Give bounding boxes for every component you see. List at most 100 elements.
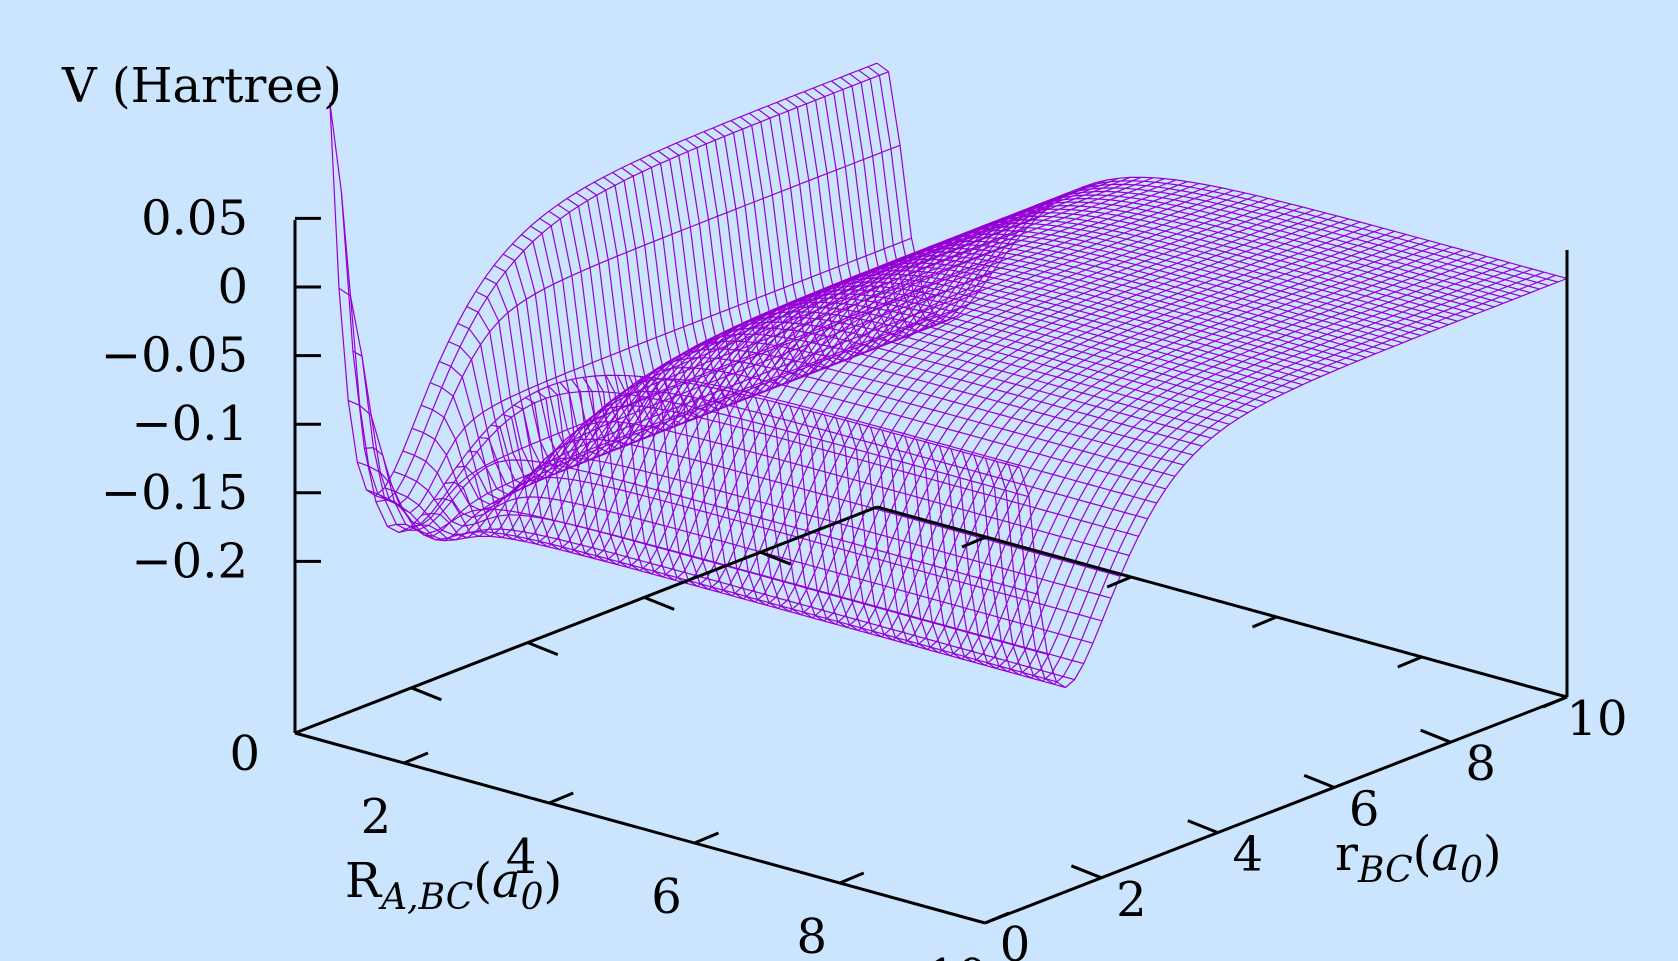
- mesh-line-R: [651, 182, 1200, 588]
- y-tick-label: 10: [1566, 691, 1627, 747]
- y-tick: [1070, 864, 1102, 880]
- mesh-line-R: [731, 200, 1280, 610]
- mesh-line-R: [720, 197, 1269, 606]
- z-tick-label: −0.15: [101, 465, 248, 521]
- z-tick-label: −0.1: [131, 396, 248, 452]
- y-tick: [527, 641, 559, 656]
- y-tick-label: 2: [1116, 872, 1147, 928]
- mesh-line-R: [881, 240, 1430, 651]
- x-tick: [839, 871, 865, 885]
- surface-mesh: [329, 62, 1568, 689]
- mesh-line-R: [869, 237, 1418, 648]
- z-tick-label: −0.2: [131, 533, 248, 589]
- mesh-line-R: [329, 62, 878, 497]
- mesh-line-R: [662, 185, 1211, 591]
- x-tick: [1251, 615, 1278, 629]
- x-tick: [403, 751, 429, 765]
- x-tick-label: 6: [651, 869, 682, 925]
- mesh-line-r: [876, 62, 1568, 322]
- mesh-line-R: [547, 182, 1096, 560]
- mesh-line-r: [867, 66, 1559, 326]
- mesh-line-R: [444, 272, 993, 538]
- mesh-line-R: [973, 265, 1522, 676]
- x-tick-label: 2: [361, 789, 392, 845]
- mesh-line-R: [754, 206, 1303, 616]
- mesh-line-R: [938, 255, 1487, 667]
- mesh-line-R: [823, 224, 1372, 635]
- z-tick-label: −0.05: [101, 328, 248, 384]
- x-tick: [1542, 695, 1568, 709]
- x-tick-label: 10: [926, 949, 987, 961]
- labels: V (Hartree) RA,BC(a0) rBC(a0): [61, 58, 1502, 918]
- mesh-line-R: [961, 262, 1510, 673]
- mesh-line-R: [892, 243, 1441, 654]
- mesh-line-R: [858, 233, 1407, 644]
- base-z-label: 0: [229, 726, 260, 782]
- mesh-line-R: [915, 249, 1464, 660]
- mesh-line-R: [777, 212, 1326, 622]
- mesh-line-R: [789, 215, 1338, 625]
- y-tick-label: 0: [1000, 917, 1031, 961]
- z-tick-label: 0: [217, 259, 248, 315]
- y-axis-title: rBC(a0): [1335, 826, 1502, 891]
- y-tick: [410, 686, 442, 702]
- mesh-line-r: [858, 69, 1549, 329]
- y-tick: [760, 550, 792, 566]
- mesh-line-R: [628, 179, 1177, 581]
- mesh-line-R: [685, 189, 1234, 597]
- mesh-line-r: [821, 84, 1513, 344]
- y-tick: [1303, 774, 1335, 789]
- x-tick: [1397, 655, 1423, 669]
- y-tick-label: 6: [1349, 781, 1380, 837]
- mesh-line-R: [352, 144, 901, 506]
- mesh-line-R: [559, 179, 1108, 563]
- x-tick: [961, 535, 987, 549]
- x-tick: [548, 791, 574, 805]
- mesh-line-R: [708, 195, 1257, 603]
- z-tick-label: 0.05: [141, 190, 248, 246]
- mesh-line-R: [835, 227, 1384, 638]
- mesh-line-R: [433, 288, 981, 537]
- mesh-line-R: [950, 258, 1499, 670]
- mesh-line-R: [812, 221, 1361, 632]
- mesh-line-R: [570, 177, 1119, 566]
- mesh-line-r: [329, 102, 1021, 534]
- back-edge-line: [876, 505, 1568, 699]
- y-tick: [643, 596, 675, 611]
- y-tick-label: 4: [1233, 827, 1264, 883]
- mesh-line-R: [467, 241, 1016, 541]
- mesh-line-R: [340, 71, 889, 501]
- y-tick: [1420, 728, 1452, 744]
- mesh-line-R: [1019, 277, 1568, 689]
- mesh-line-R: [697, 192, 1246, 600]
- mesh-line-R: [766, 209, 1315, 619]
- axes: 0.05 0 −0.05 −0.1 −0.15 −0.2 0 2 4 6 8 10 0 2 4 6 8 10: [101, 190, 1628, 961]
- mesh-line-R: [616, 178, 1165, 578]
- back-edge-line: [294, 505, 878, 735]
- z-axis-title: V (Hartree): [61, 58, 342, 114]
- mesh-line-R: [674, 187, 1223, 594]
- x-axis-line: [294, 731, 986, 925]
- mesh-line-R: [927, 252, 1476, 663]
- mesh-line-R: [996, 271, 1545, 682]
- mesh-line-R: [605, 177, 1154, 575]
- x-axis-title: RA,BC(a0): [345, 853, 562, 918]
- y-tick: [1187, 819, 1219, 834]
- mesh-line-r: [831, 80, 1522, 340]
- mesh-line-R: [846, 230, 1395, 641]
- mesh-line-R: [364, 237, 912, 514]
- x-tick: [693, 831, 720, 845]
- y-axis-line: [984, 695, 1568, 925]
- mesh-line-R: [639, 181, 1188, 584]
- mesh-line-R: [593, 176, 1142, 572]
- mesh-line-R: [984, 268, 1533, 679]
- mesh-line-R: [490, 216, 1039, 545]
- mesh-line-R: [904, 246, 1453, 657]
- mesh-line-R: [582, 176, 1131, 569]
- x-tick-label: 8: [796, 909, 827, 961]
- x-tick-label: 4: [506, 829, 537, 885]
- y-tick-label: 8: [1465, 736, 1496, 792]
- x-tick: [984, 911, 1010, 925]
- x-tick: [1106, 575, 1132, 589]
